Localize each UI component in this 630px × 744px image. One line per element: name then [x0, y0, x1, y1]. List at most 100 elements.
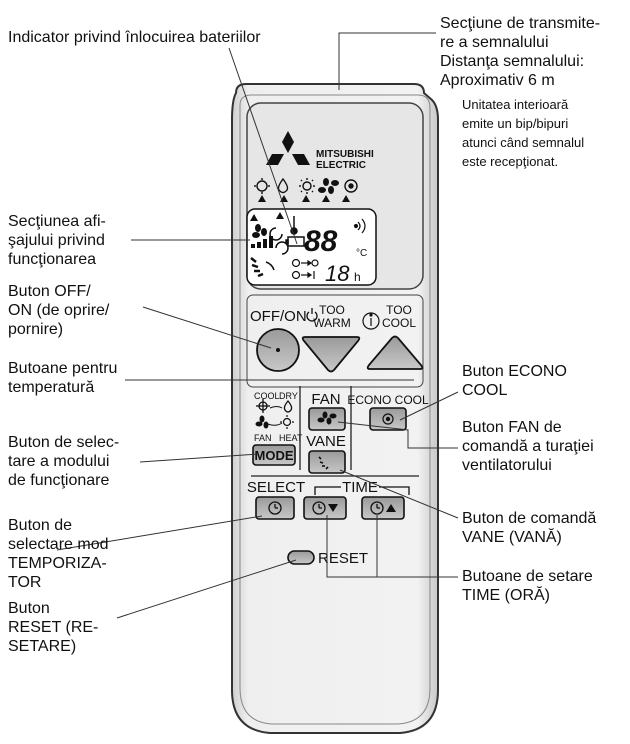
time-up-button[interactable] [361, 496, 405, 520]
lcd-swirl-icon [275, 241, 289, 255]
lcd-fan-speed-bars-icon [251, 236, 273, 248]
info-icon [362, 312, 380, 330]
time-group: TIME [303, 479, 410, 520]
fan-vane-group: FAN VANE [299, 386, 352, 474]
leader-time-up [376, 515, 458, 578]
off-on-button[interactable] [256, 328, 300, 372]
vane-button-label: Buton de comandă VANE (VANĂ) [462, 510, 597, 546]
mode-button[interactable]: MODE [252, 444, 296, 466]
lower-panel [246, 294, 424, 388]
too-warm-group: TOO WARM [301, 303, 361, 373]
leader-lines [56, 32, 459, 619]
lcd-timer-unit: h [354, 270, 361, 284]
econo-cool-button[interactable] [369, 407, 407, 431]
battery-indicator-label: Indicator privind înlocuirea bateriilor [8, 29, 261, 46]
lcd-temperature-unit: °C [356, 248, 367, 259]
reset-button[interactable] [287, 550, 315, 565]
mode-select-button-label: Buton de selec- tare a modului de funcţi… [8, 434, 120, 489]
reset-label: RESET [318, 550, 368, 567]
leader-reset [116, 559, 297, 619]
leader-econo [399, 391, 459, 421]
lcd-arc-icon [265, 261, 275, 271]
down-arrow-icon [328, 504, 338, 512]
select-label: SELECT [247, 479, 305, 496]
econo-cool-group: ECONO COOL [347, 393, 429, 431]
too-warm-button[interactable] [301, 336, 361, 373]
mode-indicator-icon [342, 195, 350, 202]
vane-button[interactable] [308, 450, 346, 474]
econo-cool-icon [382, 413, 394, 425]
heat-cycle-icon [280, 415, 294, 429]
lcd-display: 88 °C 18 h [246, 195, 377, 286]
too-cool-label-line2: COOL [382, 316, 416, 330]
svg-text:ELECTRIC: ELECTRIC [316, 160, 366, 171]
leader-timer-select [56, 515, 263, 551]
battery-icon [285, 236, 305, 247]
time-down-button[interactable] [303, 496, 347, 520]
too-warm-label-line2: WARM [313, 316, 351, 330]
fan-button-label: Buton FAN de comandă a turaţiei ventilat… [462, 419, 594, 474]
lcd-triangle-icon [250, 214, 258, 221]
mode-heat-label: HEAT [279, 433, 303, 443]
mode-fan-label: FAN [254, 433, 272, 443]
mitsubishi-logo: MITSUBISHI ELECTRIC [266, 131, 374, 171]
mode-dry-label: DRY [279, 391, 298, 401]
dry-drop-icon [283, 399, 293, 413]
clock-icon [268, 501, 282, 515]
lcd-triangle-icon [276, 212, 284, 219]
lcd-vane-icon [250, 257, 264, 278]
select-timer-button[interactable] [255, 496, 295, 520]
mode-indicator-icon [302, 195, 310, 202]
mode-icons-row [254, 177, 358, 194]
mode-cycle-group: COOL DRY FAN HEAT MODE [252, 391, 303, 466]
vane-button-icon [318, 456, 329, 470]
too-cool-label-line1: TOO [386, 303, 412, 317]
timer-mode-button-label: Buton de selectare mod TEMPORIZA- TOR [8, 517, 109, 591]
time-label: TIME [342, 479, 378, 496]
reset-group: RESET [287, 550, 368, 567]
auto-mode-icon [254, 178, 270, 194]
signal-icon [353, 218, 366, 234]
fan-button[interactable] [308, 407, 346, 431]
too-cool-group: TOO COOL [366, 303, 424, 370]
select-group: SELECT [247, 479, 305, 520]
leader-battery [228, 47, 298, 245]
econo-cool-mode-icon [344, 179, 358, 193]
signal-section-label: Secţiune de transmite- re a semnalului D… [440, 15, 601, 89]
mode-indicator-icon [258, 195, 266, 202]
too-cool-button[interactable] [366, 335, 424, 370]
econo-cool-button-label: Buton ECONO COOL [462, 363, 567, 399]
too-warm-label-line1: TOO [319, 303, 345, 317]
heat-mode-icon [299, 178, 315, 194]
fan-cycle-icon [255, 415, 269, 429]
power-icon [306, 308, 318, 322]
leader-mode [139, 453, 259, 463]
beep-note-label: Unitatea interioară emite un bip/bipuri … [462, 97, 585, 169]
off-on-button-group: OFF/ON [250, 308, 318, 372]
lcd-temperature: 88 [304, 225, 338, 258]
clock-up-icon [370, 501, 384, 515]
svg-text:MITSUBISHI: MITSUBISHI [316, 149, 374, 160]
leader-vane [339, 469, 459, 519]
dry-mode-icon [277, 177, 289, 194]
cool-mode-icon [256, 399, 270, 413]
timer-on-icon [291, 258, 319, 268]
temperature-buttons-label: Butoane pentru temperatură [8, 360, 118, 396]
lcd-timer-hours: 18 [325, 261, 350, 286]
time-buttons-label: Butoane de setare TIME (ORĂ) [462, 568, 593, 604]
mode-cool-label: COOL [254, 391, 280, 401]
off-on-button-label: Buton OFF/ ON (de oprire/ pornire) [8, 283, 110, 338]
display-section-label: Secţiunea afi- şajului privind funcţiona… [8, 213, 106, 268]
fan-mode-icon [318, 178, 339, 194]
fan-button-icon [317, 411, 337, 425]
econo-cool-label: ECONO COOL [347, 393, 429, 407]
leader-fan [337, 421, 458, 449]
reset-button-label: Buton RESET (RE- SETARE) [8, 600, 99, 655]
mode-button-label: MODE [255, 448, 294, 463]
leader-off-on [142, 306, 272, 349]
off-on-label: OFF/ON [250, 308, 307, 325]
lcd-fan-icon [252, 224, 267, 238]
leader-signal [338, 32, 436, 90]
